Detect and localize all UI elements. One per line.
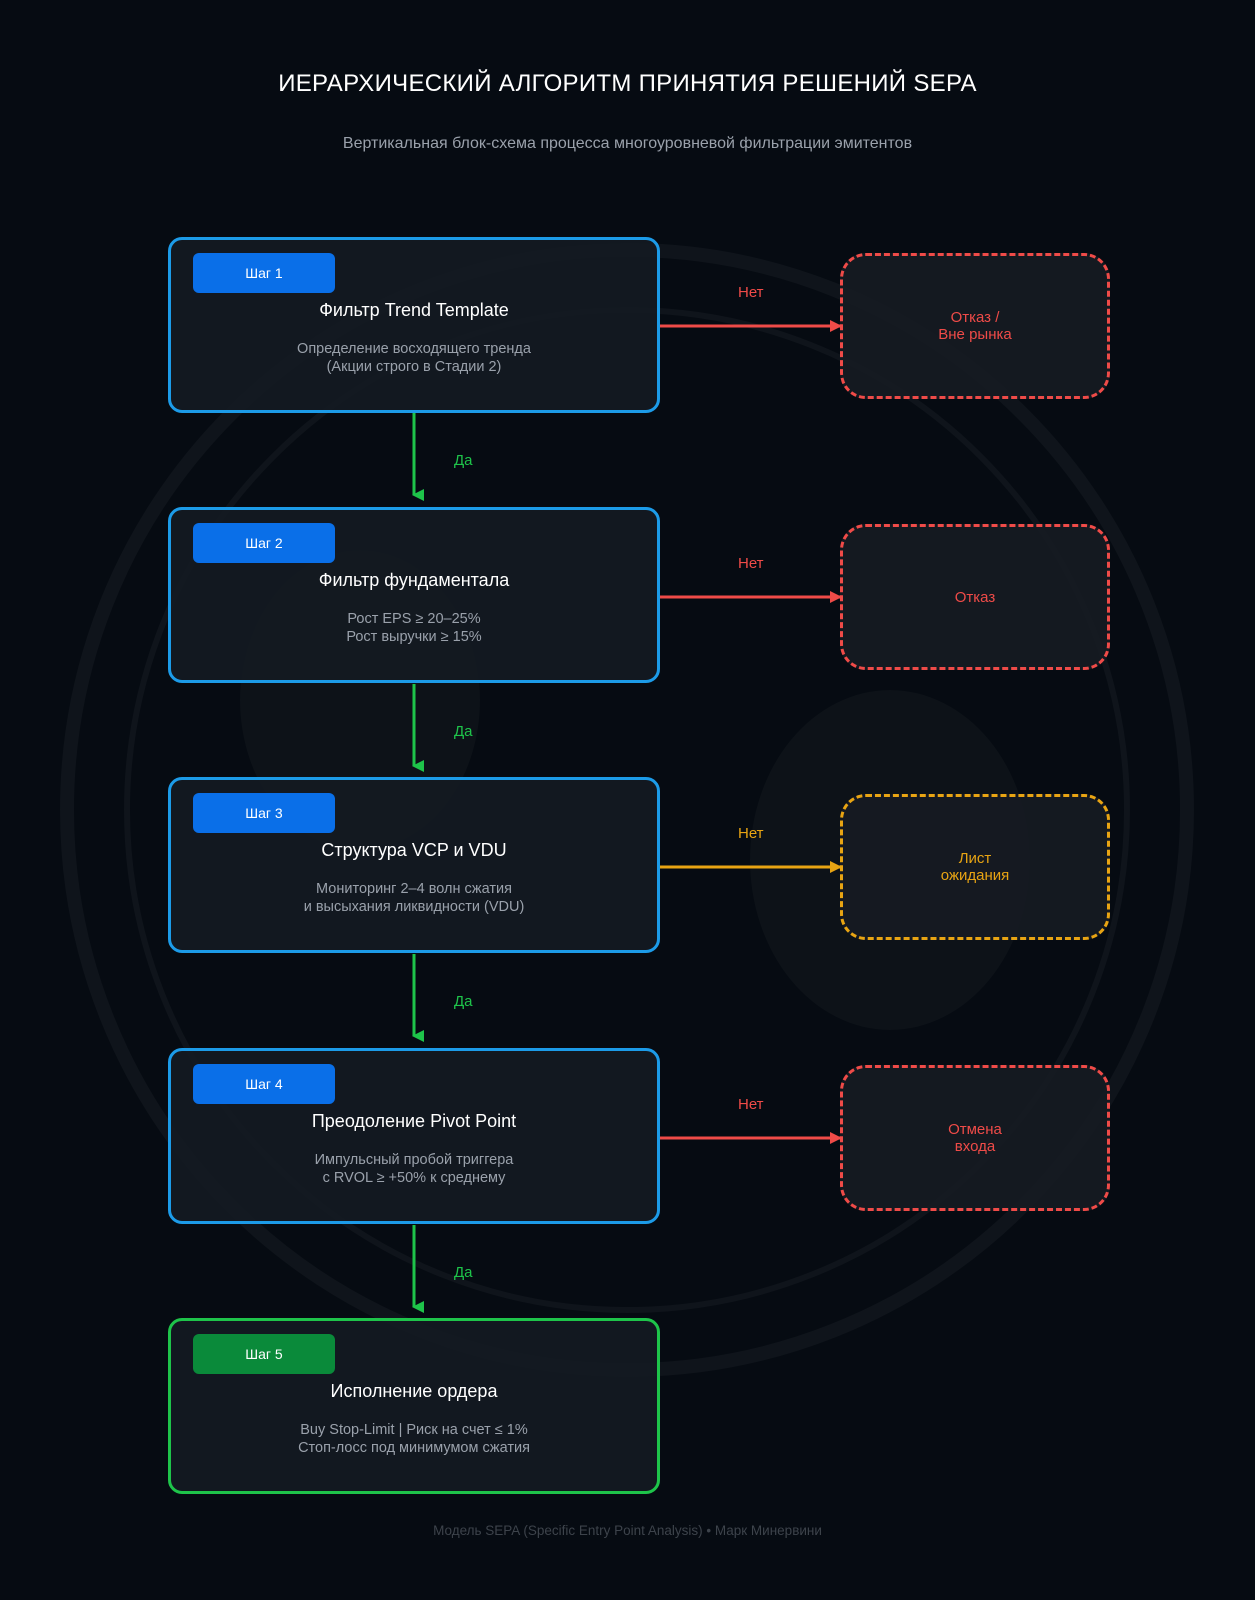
- no-label-step-4: Нет: [738, 1096, 764, 1113]
- step-description: Buy Stop-Limit | Риск на счет ≤ 1% Стоп-…: [171, 1421, 657, 1457]
- yes-label-step-2: Да: [454, 723, 473, 740]
- step-box-4: Шаг 4 Преодоление Pivot Point Импульсный…: [168, 1048, 660, 1224]
- step-description: Рост EPS ≥ 20–25% Рост выручки ≥ 15%: [171, 610, 657, 646]
- step-description-line: Рост выручки ≥ 15%: [346, 629, 482, 645]
- step-title: Фильтр фундаментала: [318, 570, 510, 590]
- step-description: Мониторинг 2–4 волн сжатия и высыхания л…: [171, 880, 657, 916]
- step-description: Определение восходящего тренда (Акции ст…: [171, 340, 657, 376]
- outcome-box-step-1: Отказ / Вне рынка: [840, 253, 1110, 399]
- page-title: ИЕРАРХИЧЕСКИЙ АЛГОРИТМ ПРИНЯТИЯ РЕШЕНИЙ …: [278, 70, 977, 97]
- step-title: Фильтр Trend Template: [319, 300, 509, 320]
- outcome-box-step-2: Отказ: [840, 524, 1110, 670]
- yes-label-step-1: Да: [454, 452, 473, 469]
- step-box-3: Шаг 3 Структура VCP и VDU Мониторинг 2–4…: [168, 777, 660, 953]
- outcome-box-step-3: Лист ожидания: [840, 794, 1110, 940]
- step-description-line: Buy Stop-Limit | Риск на счет ≤ 1%: [300, 1422, 528, 1438]
- step-title: Исполнение ордера: [330, 1381, 498, 1401]
- step-description-line: с RVOL ≥ +50% к среднему: [322, 1170, 506, 1186]
- footer-caption: Модель SEPA (Specific Entry Point Analys…: [433, 1523, 822, 1538]
- step-box-5: Шаг 5 Исполнение ордера Buy Stop-Limit |…: [168, 1318, 660, 1494]
- outcome-label: ожидания: [940, 867, 1010, 884]
- step-badge: Шаг 5: [193, 1334, 335, 1374]
- step-description-line: и высыхания ликвидности (VDU): [303, 899, 525, 915]
- outcome-box-step-4: Отмена входа: [840, 1065, 1110, 1211]
- step-badge: Шаг 2: [193, 523, 335, 563]
- step-description: Импульсный пробой триггера с RVOL ≥ +50%…: [171, 1151, 657, 1187]
- step-description-line: Определение восходящего тренда: [297, 341, 531, 357]
- step-description-line: Рост EPS ≥ 20–25%: [347, 611, 481, 627]
- step-description-line: (Акции строго в Стадии 2): [326, 359, 502, 375]
- outcome-label: Лист: [958, 850, 992, 867]
- step-title: Структура VCP и VDU: [321, 840, 507, 860]
- step-title: Преодоление Pivot Point: [311, 1111, 517, 1131]
- outcome-label: Вне рынка: [938, 326, 1012, 343]
- step-description-line: Мониторинг 2–4 волн сжатия: [316, 881, 512, 897]
- yes-label-step-4: Да: [454, 1264, 473, 1281]
- step-box-2: Шаг 2 Фильтр фундаментала Рост EPS ≥ 20–…: [168, 507, 660, 683]
- step-badge: Шаг 3: [193, 793, 335, 833]
- outcome-label: входа: [954, 1138, 996, 1155]
- no-label-step-3: Нет: [738, 825, 764, 842]
- no-label-step-2: Нет: [738, 555, 764, 572]
- step-description-line: Импульсный пробой триггера: [314, 1152, 514, 1168]
- yes-label-step-3: Да: [454, 993, 473, 1010]
- page-subtitle: Вертикальная блок-схема процесса многоур…: [342, 135, 913, 152]
- outcome-label: Отмена: [948, 1121, 1002, 1138]
- outcome-label: Отказ /: [950, 309, 1000, 326]
- outcome-label: Отказ: [954, 588, 996, 606]
- step-box-1: Шаг 1 Фильтр Trend Template Определение …: [168, 237, 660, 413]
- step-badge: Шаг 4: [193, 1064, 335, 1104]
- no-label-step-1: Нет: [738, 284, 764, 301]
- step-description-line: Стоп-лосс под минимумом сжатия: [298, 1440, 530, 1456]
- step-badge: Шаг 1: [193, 253, 335, 293]
